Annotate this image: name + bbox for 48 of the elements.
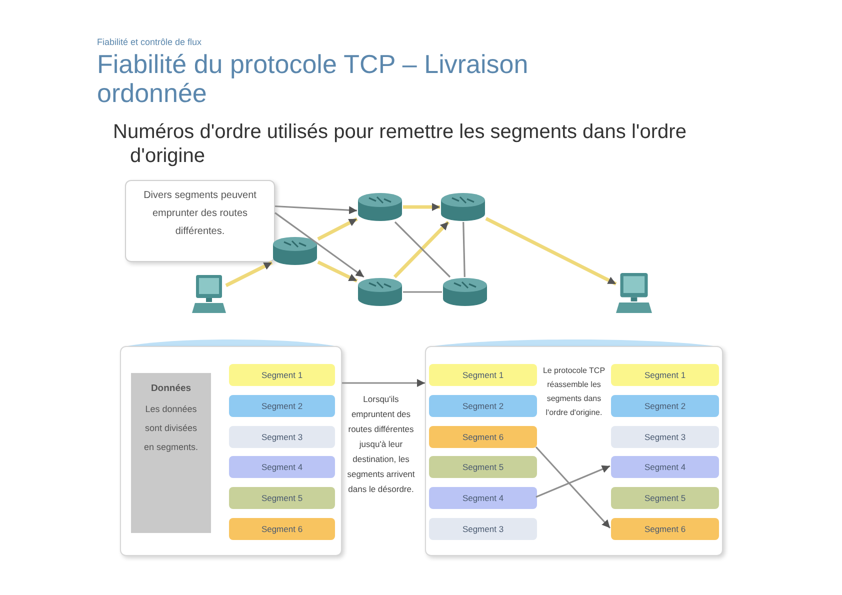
section-heading: Fiabilité et contrôle de flux bbox=[97, 37, 203, 48]
data-segment: Segment 1 bbox=[229, 364, 335, 386]
data-segment: Segment 1 bbox=[429, 364, 537, 386]
data-segment: Segment 6 bbox=[611, 518, 719, 540]
data-description: Les données sont divisées en segments. bbox=[143, 403, 199, 454]
slide-title: Fiabilité du protocole TCP – Livraison ordonnée bbox=[97, 50, 530, 108]
router-icon bbox=[272, 236, 318, 266]
bullet-text: Numéros d'ordre utilisés pour remettre les segments dans l'ordre d'origine bbox=[113, 120, 688, 168]
network-link bbox=[403, 203, 440, 211]
network-link bbox=[317, 217, 358, 241]
computer-icon bbox=[192, 275, 226, 313]
data-segment: Segment 4 bbox=[429, 487, 537, 509]
router-icon bbox=[357, 277, 403, 307]
data-segment: Segment 3 bbox=[611, 426, 719, 448]
network-link bbox=[225, 260, 273, 288]
magnified-panel bbox=[120, 346, 342, 556]
data-panel bbox=[131, 373, 211, 533]
explanation-text: Lorsqu'ils empruntent des routes différentes jusqu'à leur destination, les segments arrivent dans le désordre. bbox=[346, 393, 416, 496]
network-link bbox=[317, 260, 358, 282]
data-segment: Segment 6 bbox=[229, 518, 335, 540]
data-segment: Segment 4 bbox=[229, 456, 335, 478]
data-segment: Segment 2 bbox=[611, 395, 719, 417]
computer-icon bbox=[616, 273, 652, 313]
data-segment: Segment 1 bbox=[611, 364, 719, 386]
network-link bbox=[462, 222, 466, 278]
arrow bbox=[342, 379, 425, 387]
network-link bbox=[403, 291, 442, 293]
data-heading: Données bbox=[150, 382, 192, 396]
data-segment: Segment 2 bbox=[429, 395, 537, 417]
leader-line bbox=[274, 205, 358, 214]
data-segment: Segment 4 bbox=[611, 456, 719, 478]
callout-box: Divers segments peuvent emprunter des routes différentes. bbox=[125, 180, 275, 262]
leader-line bbox=[274, 212, 364, 278]
explanation-text: Le protocole TCP réassemble les segments dans l'ordre d'origine. bbox=[542, 365, 606, 419]
data-segment: Segment 5 bbox=[429, 456, 537, 478]
router-icon bbox=[440, 192, 486, 222]
arrow bbox=[535, 446, 611, 529]
data-segment: Segment 2 bbox=[229, 395, 335, 417]
network-link bbox=[485, 217, 617, 286]
magnified-panel bbox=[425, 346, 723, 556]
data-segment: Segment 6 bbox=[429, 426, 537, 448]
router-icon bbox=[357, 192, 403, 222]
arrow bbox=[536, 465, 610, 498]
data-segment: Segment 3 bbox=[429, 518, 537, 540]
router-icon bbox=[442, 277, 488, 307]
data-segment: Segment 5 bbox=[229, 487, 335, 509]
data-segment: Segment 3 bbox=[229, 426, 335, 448]
data-segment: Segment 5 bbox=[611, 487, 719, 509]
